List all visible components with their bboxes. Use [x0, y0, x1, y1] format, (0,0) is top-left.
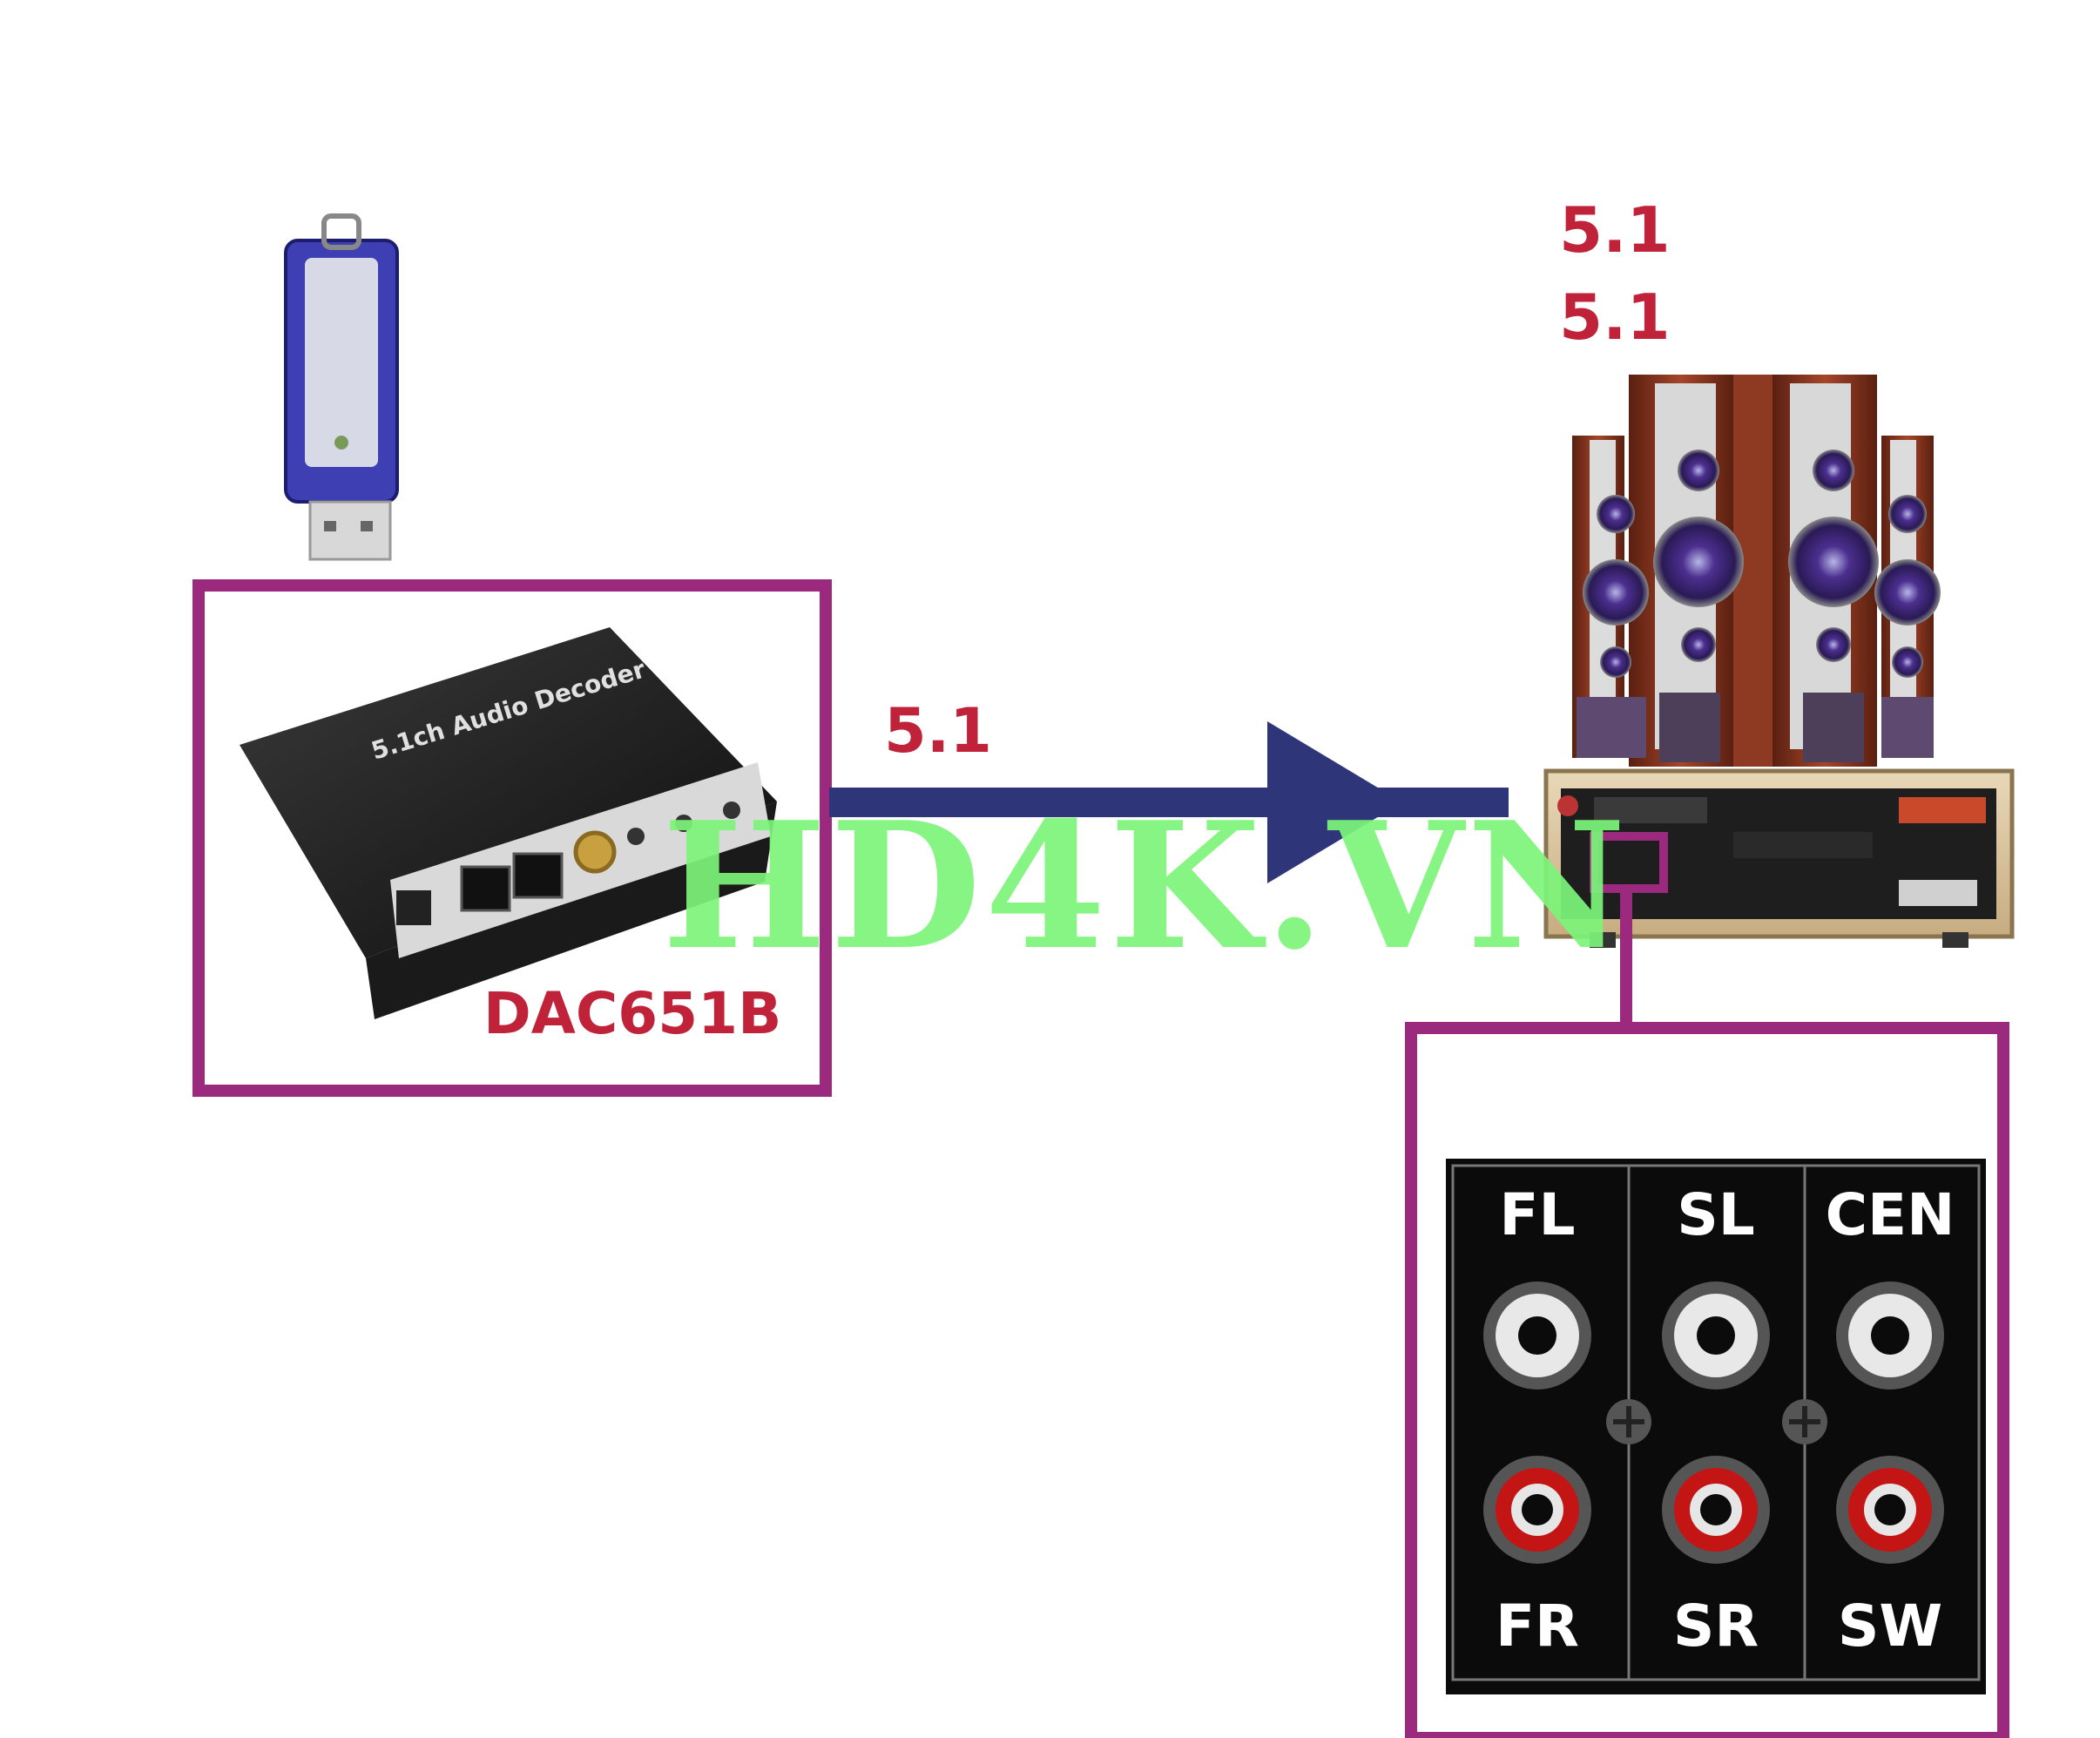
- screw-icon: [1782, 1399, 1827, 1444]
- jack-label-cen: CEN: [1825, 1181, 1955, 1248]
- decoder-model-label: DAC651B: [483, 980, 782, 1047]
- jack-panel: [1446, 1159, 1986, 1694]
- rca-white-jack-sl: [1662, 1282, 1770, 1390]
- rca-red-jack-sr: [1662, 1456, 1770, 1564]
- rca-red-jack-fr: [1483, 1456, 1591, 1564]
- decoder-frame: [192, 579, 832, 1097]
- jack-panel-frame: [1405, 1022, 2009, 1738]
- usb-drive-icon: [284, 213, 399, 561]
- signal-arrow: [829, 721, 1509, 883]
- rca-white-jack-cen: [1836, 1282, 1944, 1390]
- rca-jacks: [1483, 1282, 1944, 1564]
- speaker-label-1: 5.1: [1559, 193, 1671, 267]
- jack-label-fr: FR: [1496, 1593, 1579, 1660]
- watermark-text: HD4K.VN: [662, 784, 1631, 989]
- arrow-label: 5.1: [884, 695, 993, 767]
- jack-label-sw: SW: [1837, 1593, 1943, 1660]
- speaker-set-icon: [1572, 375, 1941, 767]
- rca-red-jack-sw: [1836, 1456, 1944, 1564]
- jack-label-fl: FL: [1499, 1181, 1576, 1248]
- screw-icon: [1606, 1399, 1651, 1444]
- rca-white-jack-fl: [1483, 1282, 1591, 1390]
- jack-label-sl: SL: [1677, 1181, 1755, 1248]
- connector-line: [1620, 889, 1632, 1028]
- jack-label-sr: SR: [1672, 1593, 1759, 1660]
- decoder-device: 5.1ch Audio Decoder: [240, 627, 777, 1019]
- speaker-label-2: 5.1: [1559, 281, 1671, 354]
